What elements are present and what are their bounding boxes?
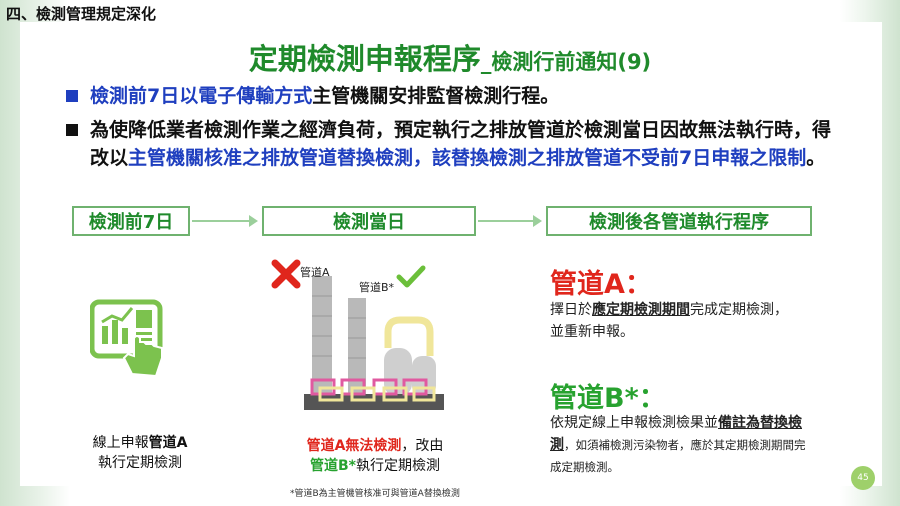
bullet-1-highlight: 檢測前7日以電子傳輸方式: [90, 85, 313, 107]
pipe-b-label: 管道B*: [359, 281, 395, 294]
cross-mark-icon: [271, 259, 301, 289]
title-main: 定期檢測申報程序: [248, 42, 481, 76]
bullet-square-icon: [66, 124, 78, 136]
pipe-b-description: 依規定線上申報檢測檢果並備註為替換檢測，如須補檢測污染物者，應於其定期檢測期間完…: [550, 412, 812, 478]
pipe-a-heading: 管道A：: [550, 269, 652, 300]
section-heading: 四、檢測管理規定深化: [6, 5, 157, 23]
left-caption: 線上申報管道A 執行定期檢測: [60, 433, 220, 473]
pipe-a-label: 管道A: [300, 266, 330, 279]
left-caption-c: 執行定期檢測: [98, 455, 182, 471]
bullet-2-end: 。: [806, 147, 826, 169]
check-mark-icon: [396, 265, 426, 288]
page-number: 45: [851, 466, 875, 490]
pipe-b-desc-emphasis: 備註為替換檢測: [550, 415, 802, 453]
flow-arrow-2: [478, 215, 542, 227]
mid-caption-red: 管道A無法檢測: [306, 438, 402, 454]
factory-stacks-illustration: [304, 276, 444, 410]
bullet-2: 為使降低業者檢測作業之經濟負荷，預定執行之排放管道於檢測當日因故無法執行時，得改…: [66, 116, 836, 172]
pipe-b-desc-2: ，如須補檢測污染物者，應於其定期檢測期間完成定期檢測。: [550, 438, 806, 474]
mid-caption: 管道A無法檢測，改由 管道B*執行定期檢測: [270, 436, 480, 476]
flow-step-2: 檢測當日: [262, 206, 476, 236]
pipe-a-description: 擇日於應定期檢測期間完成定期檢測，並重新申報。: [550, 299, 800, 343]
pipe-a-desc-emphasis: 應定期檢測期間: [592, 302, 690, 318]
slide-title: 定期檢測申報程序_檢測行前通知(9): [0, 36, 900, 78]
mid-caption-green: 管道B*: [310, 458, 356, 474]
bullet-1-text: 主管機關安排監督檢測行程。: [312, 85, 560, 107]
slide-card: [20, 22, 882, 486]
online-report-tablet-icon: [90, 299, 163, 378]
title-sub: _檢測行前通知(9): [480, 50, 652, 74]
flow-step-3: 檢測後各管道執行程序: [546, 206, 812, 236]
footnote: *管道B為主管機管核准可與管道A替換檢測: [290, 489, 460, 499]
left-caption-pipe: 管道A: [148, 435, 188, 451]
bullet-1: 檢測前7日以電子傳輸方式主管機關安排監督檢測行程。: [66, 82, 836, 110]
left-caption-a: 線上申報: [92, 435, 149, 451]
mid-caption-mid: ，改由: [401, 438, 444, 454]
pipe-b-desc-1: 依規定線上申報檢測檢果並: [550, 415, 718, 431]
pipe-b-heading: 管道B*：: [550, 383, 666, 414]
bullet-2-highlight: 主管機關核准之排放管道替換檢測，該替換檢測之排放管道不受前7日申報之限制: [128, 147, 807, 169]
bullet-2-text: 為使降低業者檢測作業之經濟負荷，預定執行之排放管道於檢測當日因故無法執行時，得改…: [90, 119, 832, 169]
pipe-a-desc-2: 完成定期檢測，並重新申報。: [550, 302, 788, 340]
flow-step-1: 檢測前7日: [72, 206, 190, 236]
pipe-a-desc-1: 擇日於: [550, 302, 592, 318]
flow-arrow-1: [192, 215, 258, 227]
bullet-square-icon: [66, 90, 78, 102]
mid-caption-end: 執行定期檢測: [356, 458, 440, 474]
